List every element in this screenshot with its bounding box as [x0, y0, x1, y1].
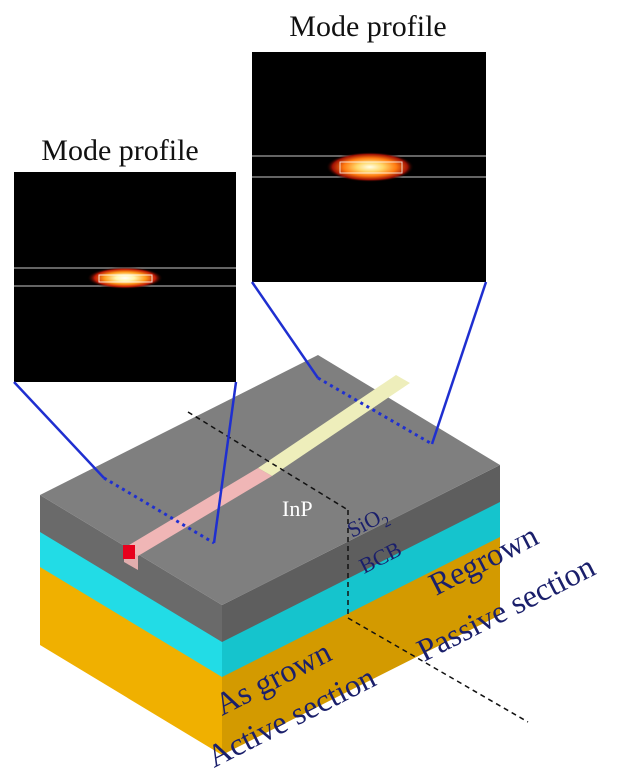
- bcb-right-face: [222, 535, 500, 755]
- active-core-marker: [123, 545, 135, 559]
- mode-profile-right: [252, 52, 486, 282]
- connector-left-outer-dotted: [103, 476, 215, 545]
- sio2-right-face: [222, 500, 500, 677]
- mode-profile-left: [14, 172, 236, 382]
- mode-profile-title-right: Mode profile: [289, 10, 446, 43]
- active-waveguide: [124, 468, 272, 556]
- connector-right-outer: [250, 281, 320, 379]
- inp-right-face: [222, 465, 500, 642]
- mode-core-outline-right: [339, 161, 403, 174]
- inp-label: InP: [282, 496, 313, 521]
- bcb-front-face: [40, 565, 222, 755]
- section-boundary-top: [187, 411, 349, 511]
- mode-spot-left: [87, 267, 163, 289]
- connector-right-outer-dotted: [317, 376, 433, 446]
- passive-waveguide: [258, 375, 410, 476]
- connector-left-inner: [212, 381, 238, 544]
- section-boundary-extension: [347, 617, 529, 723]
- mode-spot-right: [326, 152, 414, 182]
- sio2-front-face: [40, 530, 222, 677]
- mode-profile-title-left: Mode profile: [41, 134, 198, 167]
- mode-core-outline-left: [98, 274, 153, 283]
- connector-right-inner: [430, 281, 488, 445]
- connector-left-outer: [13, 381, 105, 479]
- inp-front-face: [40, 495, 222, 642]
